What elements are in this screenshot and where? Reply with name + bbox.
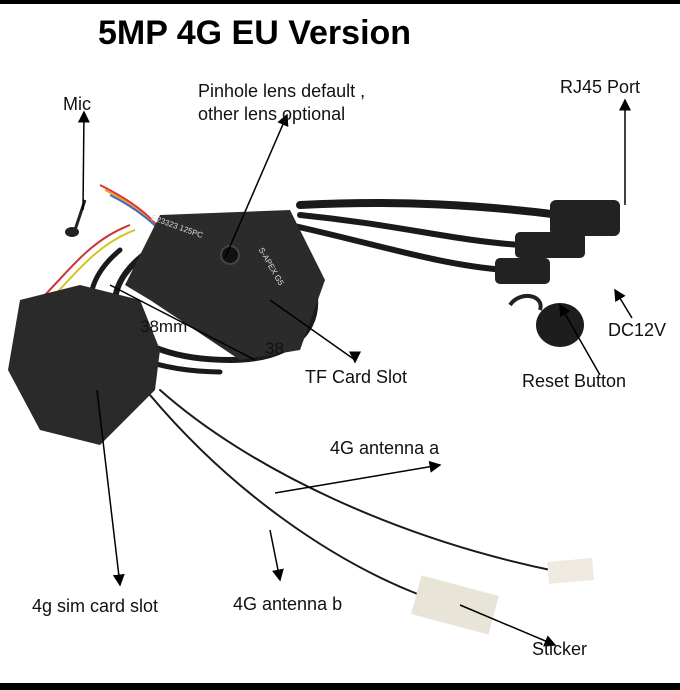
cable-dc [297, 212, 523, 248]
rj45-connector [550, 200, 620, 236]
label-sticker: Sticker [532, 639, 588, 659]
camera-module [125, 210, 325, 360]
mic-component [65, 199, 87, 237]
dimension-height: 38 [265, 339, 284, 358]
sticker-b [411, 575, 499, 635]
label-rj45: RJ45 Port [560, 77, 641, 97]
sticker-a [547, 558, 594, 584]
reset-cap [536, 303, 584, 347]
page-title: 5MP 4G EU Version [98, 14, 412, 52]
top-border [0, 0, 680, 4]
label-tf-card: TF Card Slot [305, 367, 408, 387]
label-pinhole-line1: Pinhole lens default , [198, 81, 366, 101]
label-antenna-b: 4G antenna b [233, 594, 343, 614]
cable-rj45 [296, 199, 564, 219]
antenna-b-wire [149, 394, 421, 596]
reset-connector [495, 258, 550, 284]
label-antenna-a: 4G antenna a [330, 438, 440, 458]
label-pinhole-line2: other lens optional [198, 104, 346, 124]
label-mic: Mic [63, 94, 91, 114]
label-sim: 4g sim card slot [32, 596, 159, 616]
pinhole-lens [220, 245, 240, 265]
dimension-width: 38mm [140, 317, 188, 336]
label-reset: Reset Button [522, 371, 627, 391]
bottom-border [0, 683, 680, 690]
antenna-a-wire [159, 389, 561, 573]
sim-module [8, 285, 160, 445]
label-dc12v: DC12V [608, 320, 667, 340]
cable-reset [287, 222, 508, 273]
dc-connector [515, 232, 585, 258]
